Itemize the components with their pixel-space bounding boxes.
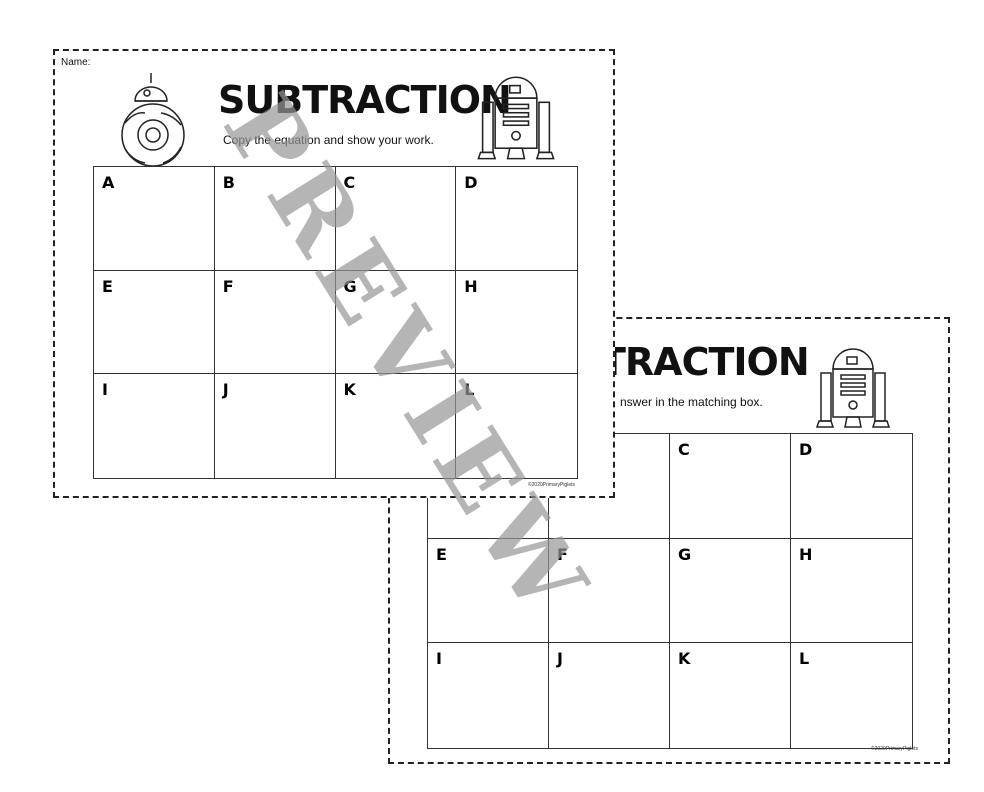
- answer-box[interactable]: D: [456, 167, 577, 271]
- answer-box[interactable]: J: [549, 643, 670, 748]
- answer-box[interactable]: D: [791, 434, 912, 539]
- copyright-text: ©2020PrimaryPiglets: [870, 746, 918, 752]
- name-label: Name:: [61, 57, 91, 68]
- answer-box[interactable]: A: [94, 167, 215, 271]
- box-letter: E: [102, 276, 113, 296]
- box-letter: K: [343, 380, 356, 400]
- answer-box[interactable]: G: [335, 270, 457, 375]
- answer-box[interactable]: J: [215, 374, 336, 478]
- answer-box[interactable]: H: [791, 539, 912, 644]
- box-letter: E: [436, 544, 447, 564]
- box-letter: L: [799, 649, 810, 669]
- box-letter: I: [102, 380, 108, 400]
- box-letter: B: [222, 173, 235, 192]
- droid-robot-icon: [477, 76, 555, 160]
- answer-box[interactable]: E: [428, 538, 549, 644]
- box-letter: F: [557, 544, 568, 564]
- answer-box[interactable]: L: [791, 643, 912, 748]
- box-letter: D: [799, 440, 813, 459]
- answer-box[interactable]: K: [336, 374, 457, 478]
- answer-box[interactable]: H: [456, 271, 577, 375]
- box-letter: D: [464, 173, 478, 192]
- droid-robot-icon: [815, 348, 891, 428]
- box-letter: H: [799, 544, 813, 564]
- answer-box[interactable]: I: [428, 643, 549, 748]
- worksheet-title: TRACTION: [600, 340, 810, 384]
- box-letter: C: [678, 440, 690, 459]
- box-letter: K: [678, 649, 691, 669]
- box-letter: J: [222, 380, 229, 400]
- ball-droid-icon: [121, 73, 185, 167]
- answer-box[interactable]: K: [670, 643, 791, 748]
- box-letter: F: [222, 276, 234, 296]
- worksheet-title: SUBTRACTION: [218, 78, 512, 122]
- box-letter: J: [557, 649, 563, 669]
- answer-box[interactable]: B: [214, 167, 336, 271]
- worksheet-instruction: nswer in the matching box.: [620, 395, 763, 409]
- answer-box[interactable]: E: [94, 270, 215, 375]
- worksheet-front: Name: SUBTRACTION Copy the equation and …: [53, 49, 615, 498]
- answer-box[interactable]: C: [335, 167, 457, 271]
- answer-box[interactable]: F: [214, 270, 336, 375]
- box-letter: L: [464, 380, 475, 400]
- box-letter: I: [436, 649, 442, 669]
- box-letter: G: [343, 276, 357, 296]
- box-letter: C: [343, 173, 356, 192]
- box-letter: G: [678, 544, 692, 564]
- answer-grid: A B C D E F G H I J K L: [93, 166, 578, 479]
- copyright-text: ©2020PrimaryPiglets: [527, 482, 575, 488]
- answer-box[interactable]: G: [670, 538, 791, 644]
- answer-box[interactable]: F: [549, 538, 670, 644]
- answer-box[interactable]: C: [670, 434, 791, 539]
- answer-box[interactable]: L: [456, 374, 577, 478]
- box-letter: A: [102, 173, 115, 192]
- box-letter: H: [464, 276, 478, 296]
- worksheet-instruction: Copy the equation and show your work.: [223, 133, 434, 147]
- answer-box[interactable]: I: [94, 374, 215, 478]
